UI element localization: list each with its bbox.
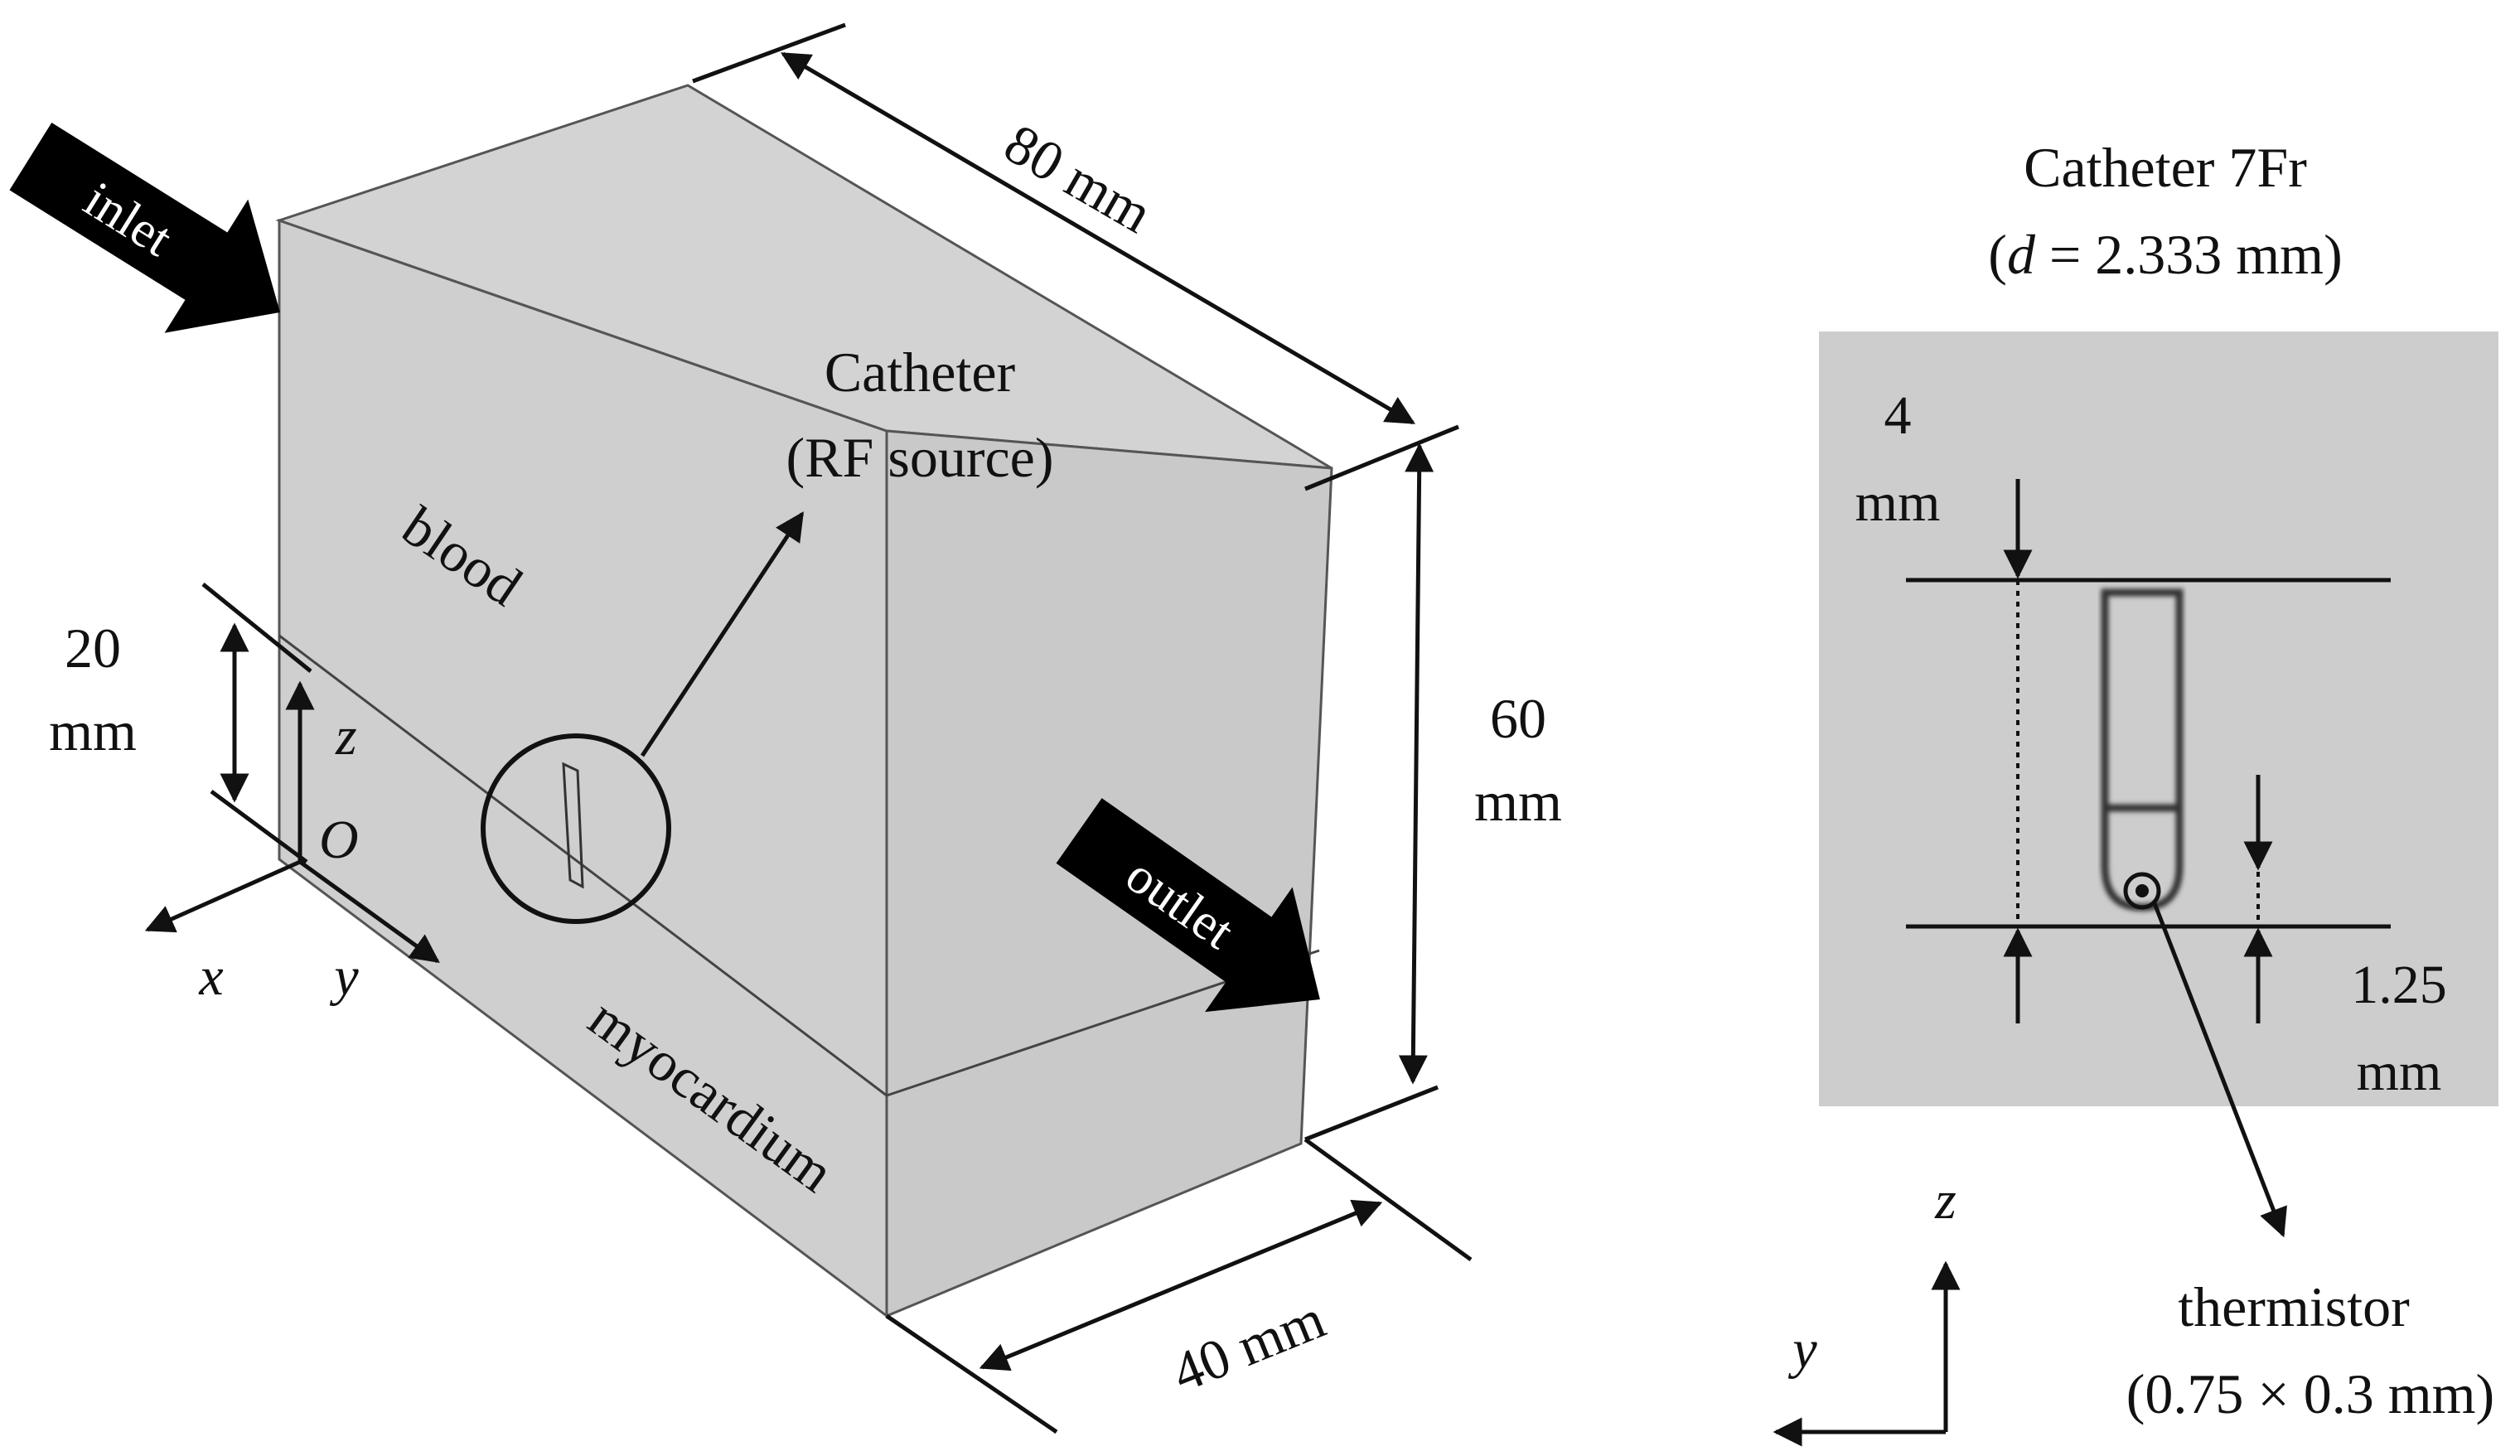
catheter-callout-leader xyxy=(640,511,805,757)
dimension-80mm-arrow xyxy=(780,51,1416,425)
catheter-callout-line2: (RF source) xyxy=(786,426,1054,489)
dimension-20mm: 20 mm xyxy=(49,583,312,864)
catheter-in-box xyxy=(562,762,584,889)
dimension-60mm-arrow xyxy=(1398,443,1434,1085)
y-axis-2d-label: y xyxy=(1787,1319,1817,1380)
x-axis xyxy=(144,859,302,933)
z-axis-2d-label: z xyxy=(1934,1170,1957,1231)
dimension-60mm-value: 60 xyxy=(1490,687,1546,750)
blood-myocardium-interface-front xyxy=(278,634,888,1097)
detail-panel-background xyxy=(1819,331,2498,1106)
y-axis-label: y xyxy=(329,946,359,1007)
catheter-detail-panel: 4 mm 1.25 mm xyxy=(1819,331,2498,1106)
catheter-title: Catheter 7Fr (d = 2.333 mm) xyxy=(1988,136,2342,286)
catheter-title-line2: (d = 2.333 mm) xyxy=(1988,223,2342,286)
axes-2d: z y xyxy=(1773,1170,1961,1447)
dimension-60mm-unit: mm xyxy=(1474,770,1562,833)
catheter-callout-line1: Catheter xyxy=(825,341,1016,404)
thermistor-label: thermistor xyxy=(2178,1275,2410,1338)
catheter-callout: Catheter (RF source) xyxy=(481,341,1054,924)
dimension-20mm-unit: mm xyxy=(49,699,137,762)
dimension-40mm-label: 40 mm xyxy=(1163,1287,1333,1405)
axes-3d: z O x y xyxy=(144,680,440,1007)
thermistor-dot xyxy=(2135,884,2149,897)
thermistor-depth-value: 1.25 xyxy=(2351,955,2447,1015)
electrode-length-unit: mm xyxy=(1855,472,1941,533)
electrode-length-value: 4 xyxy=(1884,385,1912,446)
catheter-title-open-paren: ( xyxy=(1988,223,2007,286)
catheter-title-line1: Catheter 7Fr xyxy=(2024,136,2307,199)
thermistor-marker xyxy=(2123,872,2161,910)
dimension-60mm: 60 mm xyxy=(1304,443,1562,1142)
catheter-diameter-symbol: d xyxy=(2007,223,2036,286)
y-axis xyxy=(298,859,440,964)
thermistor-depth-unit: mm xyxy=(2357,1042,2442,1102)
origin-label: O xyxy=(319,810,359,870)
dimension-40mm-arrow xyxy=(979,1199,1383,1371)
thermistor-size-label: (0.75 × 0.3 mm) xyxy=(2126,1362,2494,1425)
catheter-highlight-circle xyxy=(481,733,671,924)
thermistor-leader xyxy=(2152,902,2287,1238)
inlet-arrow: inlet xyxy=(9,123,280,333)
dimension-20mm-value: 20 xyxy=(65,617,121,680)
x-axis-label: x xyxy=(198,946,223,1007)
catheter-diameter-value: = 2.333 mm) xyxy=(2035,223,2343,286)
z-axis-label: z xyxy=(335,706,357,767)
